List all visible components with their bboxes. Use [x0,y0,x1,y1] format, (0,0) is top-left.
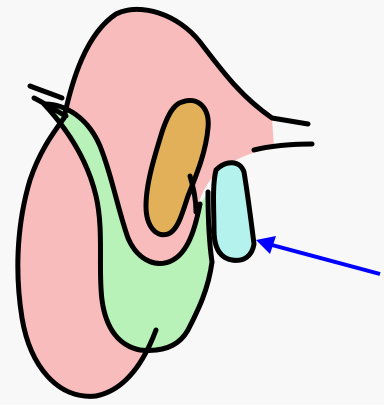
diagram-canvas [0,0,384,405]
diagram-svg [0,0,384,405]
